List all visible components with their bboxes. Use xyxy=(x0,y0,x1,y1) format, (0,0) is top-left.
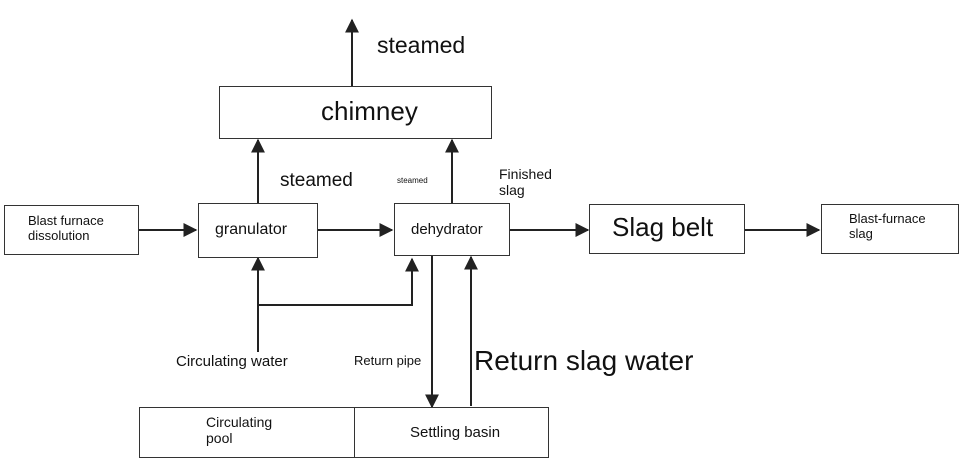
steamed-granulator-label: steamed xyxy=(280,170,353,191)
arrow-circulating-water-to-dehydrator xyxy=(258,257,419,306)
granulator-box: granulator xyxy=(198,203,318,258)
slag-belt-box: Slag belt xyxy=(589,204,745,254)
blast-furnace-slag-label: Blast-furnace slag xyxy=(849,211,926,241)
return-slag-water-label: Return slag water xyxy=(474,345,694,376)
steamed-top-label: steamed xyxy=(377,32,466,58)
return-pipe-label: Return pipe xyxy=(354,353,422,368)
circulating-water-label: Circulating water xyxy=(176,353,288,370)
settling-basin-label: Settling basin xyxy=(410,424,501,441)
finished-slag-label: Finished slag xyxy=(499,166,552,199)
granulator-label: granulator xyxy=(215,221,288,238)
circulating-pool-box: Circulating pool xyxy=(139,407,355,458)
steamed-dehydrator-label: steamed xyxy=(397,176,428,185)
slag-belt-label: Slag belt xyxy=(612,212,714,242)
chimney-box: chimney xyxy=(219,86,492,139)
blast-furnace-dissolution-box: Blast furnace dissolution xyxy=(4,205,139,255)
blast-furnace-dissolution-label: Blast furnace dissolution xyxy=(28,213,104,243)
circulating-pool-label: Circulating pool xyxy=(206,414,273,447)
chimney-label: chimney xyxy=(321,96,418,126)
dehydrator-label: dehydrator xyxy=(411,221,483,238)
dehydrator-box: dehydrator xyxy=(394,203,510,256)
blast-furnace-slag-box: Blast-furnace slag xyxy=(821,204,959,254)
settling-basin-box: Settling basin xyxy=(354,407,549,458)
